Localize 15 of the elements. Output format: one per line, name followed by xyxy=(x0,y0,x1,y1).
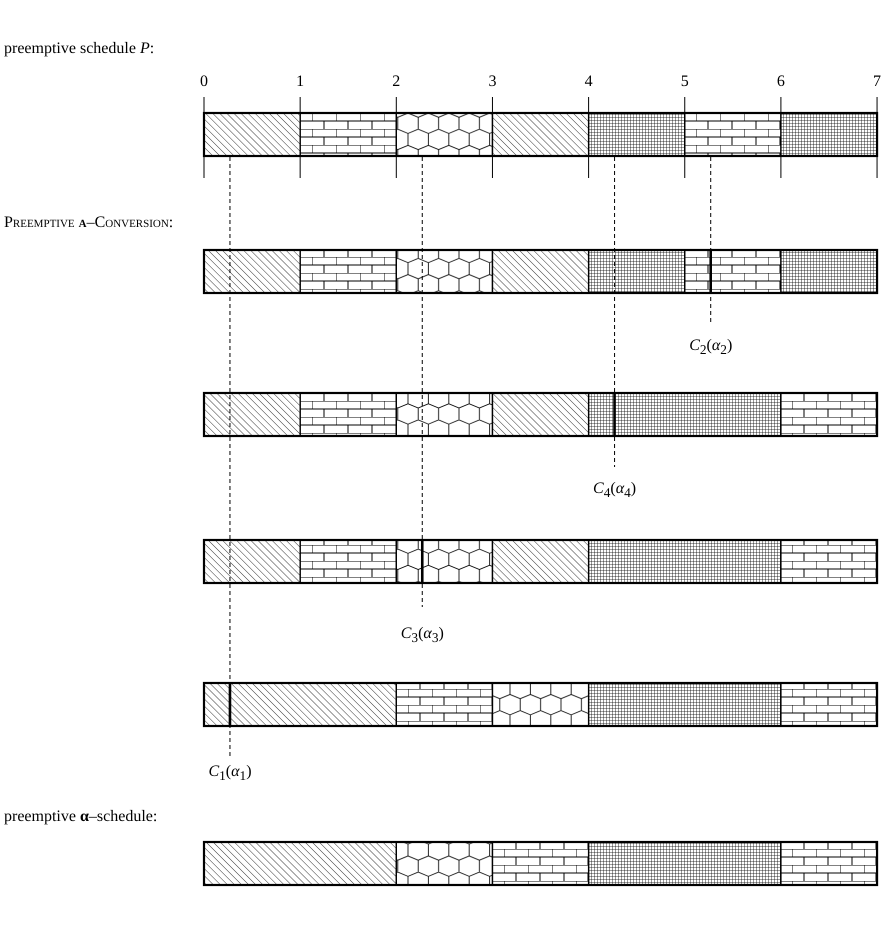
tick-label: 0 xyxy=(200,73,208,91)
tick-label: 2 xyxy=(392,73,400,91)
completion-time-label: C$_{1}$(α$_{1}$) xyxy=(208,763,252,784)
tick-label: 6 xyxy=(776,73,785,91)
row-heading: Preemptive α–Conversion: xyxy=(4,214,174,232)
completion-time-label: C$_{4}$(α$_{4}$) xyxy=(593,480,636,501)
completion-time-label: C$_{3}$(α$_{3}$) xyxy=(400,625,444,646)
tick-label: 7 xyxy=(873,73,882,91)
row-heading: preemptive schedule P: xyxy=(4,40,154,58)
tick-label: 5 xyxy=(680,73,689,91)
tick-label: 4 xyxy=(584,73,593,91)
row-heading: preemptive α–schedule: xyxy=(4,808,158,826)
tick-label: 1 xyxy=(296,73,304,91)
tick-label: 3 xyxy=(488,73,496,91)
completion-time-label: C$_{2}$(α$_{2}$) xyxy=(689,337,732,358)
